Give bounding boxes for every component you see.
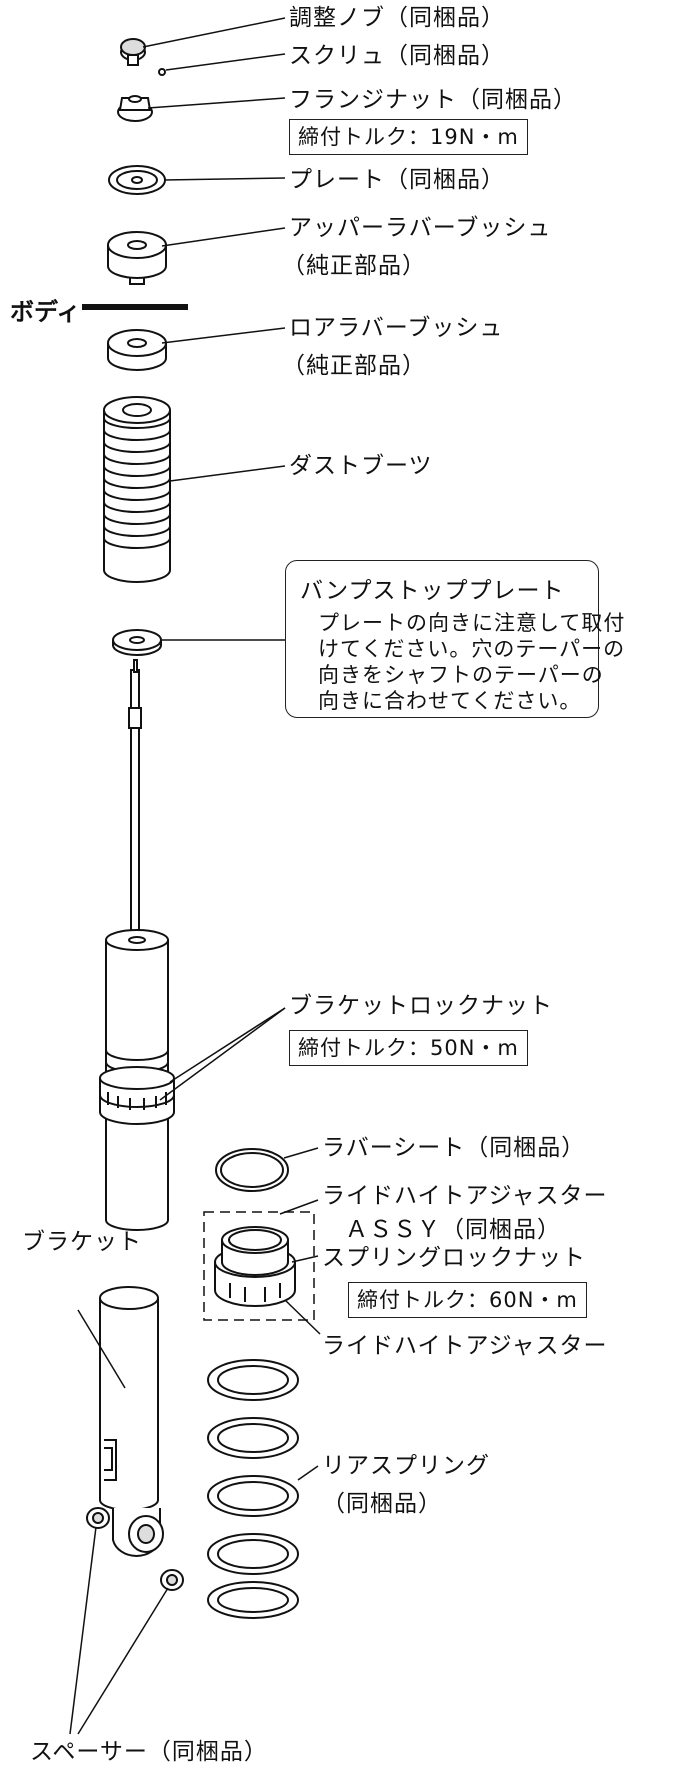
bump-stop-note-line-2: けてください。穴のテーパーの [318,637,626,661]
plate-label: プレート（同梱品） [289,167,505,193]
screw-label: スクリュ（同梱品） [289,43,505,69]
bracket-label: ブラケット [22,1229,142,1255]
rubber-seat-part [215,1148,289,1192]
damper-part [99,659,175,1231]
bump-stop-note-line-4: 向きに合わせてください。 [318,689,582,713]
ride-height-adjuster-label: ライドハイトアジャスター [322,1333,608,1359]
dust-boot-part [103,396,171,583]
upper-rubber-bush-part [107,231,167,285]
plate-part [108,165,166,195]
lower-rubber-bush-part [107,329,167,371]
assy-dashed-box [203,1211,315,1321]
bump-stop-note-line-3: 向きをシャフトのテーパーの [318,663,604,687]
adjust-knob-label: 調整ノブ（同梱品） [289,5,505,31]
screw-part [158,68,166,76]
ride-height-assy-label: ライドハイトアジャスター [322,1183,608,1209]
spacer-left-part [86,1507,110,1529]
upper-bush-label: アッパーラバーブッシュ [289,215,552,241]
body-label: ボディ [10,298,81,326]
spacer-right-part [160,1569,184,1591]
rubber-seat-label: ラバーシート（同梱品） [322,1135,586,1161]
torque-bracket-locknut: 締付トルク：50N・m [289,1030,528,1066]
adjust-knob-part [120,38,146,66]
rear-spring-label: リアスプリング [322,1453,490,1479]
bump-stop-plate-part [112,629,162,656]
ride-height-adjuster-part [214,1226,296,1307]
spring-locknut-label: スプリングロックナット [322,1245,586,1271]
upper-bush-note: （純正部品） [282,253,426,279]
leader-lines [69,17,321,1735]
spacer-label: スペーサー（同梱品） [30,1739,268,1765]
lower-bush-label: ロアラバーブッシュ [289,315,504,341]
dust-boot-label: ダストブーツ [289,453,433,479]
bracket-locknut-label: ブラケットロックナット [289,993,553,1019]
bump-stop-title: バンプストッププレート [300,578,565,604]
rear-spring-note: （同梱品） [322,1491,442,1517]
torque-spring-locknut: 締付トルク：60N・m [348,1282,587,1318]
ride-height-assy-note: ＡＳＳＹ（同梱品） [345,1217,561,1243]
flange-nut-part [117,95,153,122]
rear-spring-part [207,1359,299,1619]
bump-stop-note: バンプストッププレート プレートの向きに注意して取付 けてください。穴のテーパー… [285,560,624,718]
lower-bush-note: （純正部品） [282,353,426,379]
bump-stop-note-line-1: プレートの向きに注意して取付 [318,611,626,635]
flange-nut-label: フランジナット（同梱品） [289,87,577,113]
torque-flange-nut: 締付トルク：19N・m [289,119,528,155]
bracket-part [99,1286,164,1557]
